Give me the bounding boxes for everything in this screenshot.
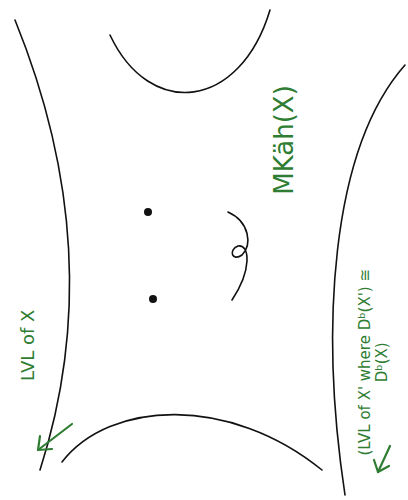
left-boundary (15, 20, 70, 470)
bottom-boundary (62, 415, 322, 470)
eye-dot (144, 208, 152, 216)
right-boundary (333, 65, 405, 495)
smile-mouth (228, 212, 248, 300)
note-label: LVL of X (18, 285, 39, 405)
top-boundary (110, 10, 270, 92)
note-label: (LVL of X' where Dᵇ(X') ≅ Dᵇ(X) (357, 267, 392, 457)
arrow-line (38, 424, 72, 450)
arrow-head (38, 436, 52, 450)
note-label: MKäh(X) (270, 60, 300, 220)
eye-dot (149, 295, 157, 303)
arrow-head (374, 460, 389, 472)
